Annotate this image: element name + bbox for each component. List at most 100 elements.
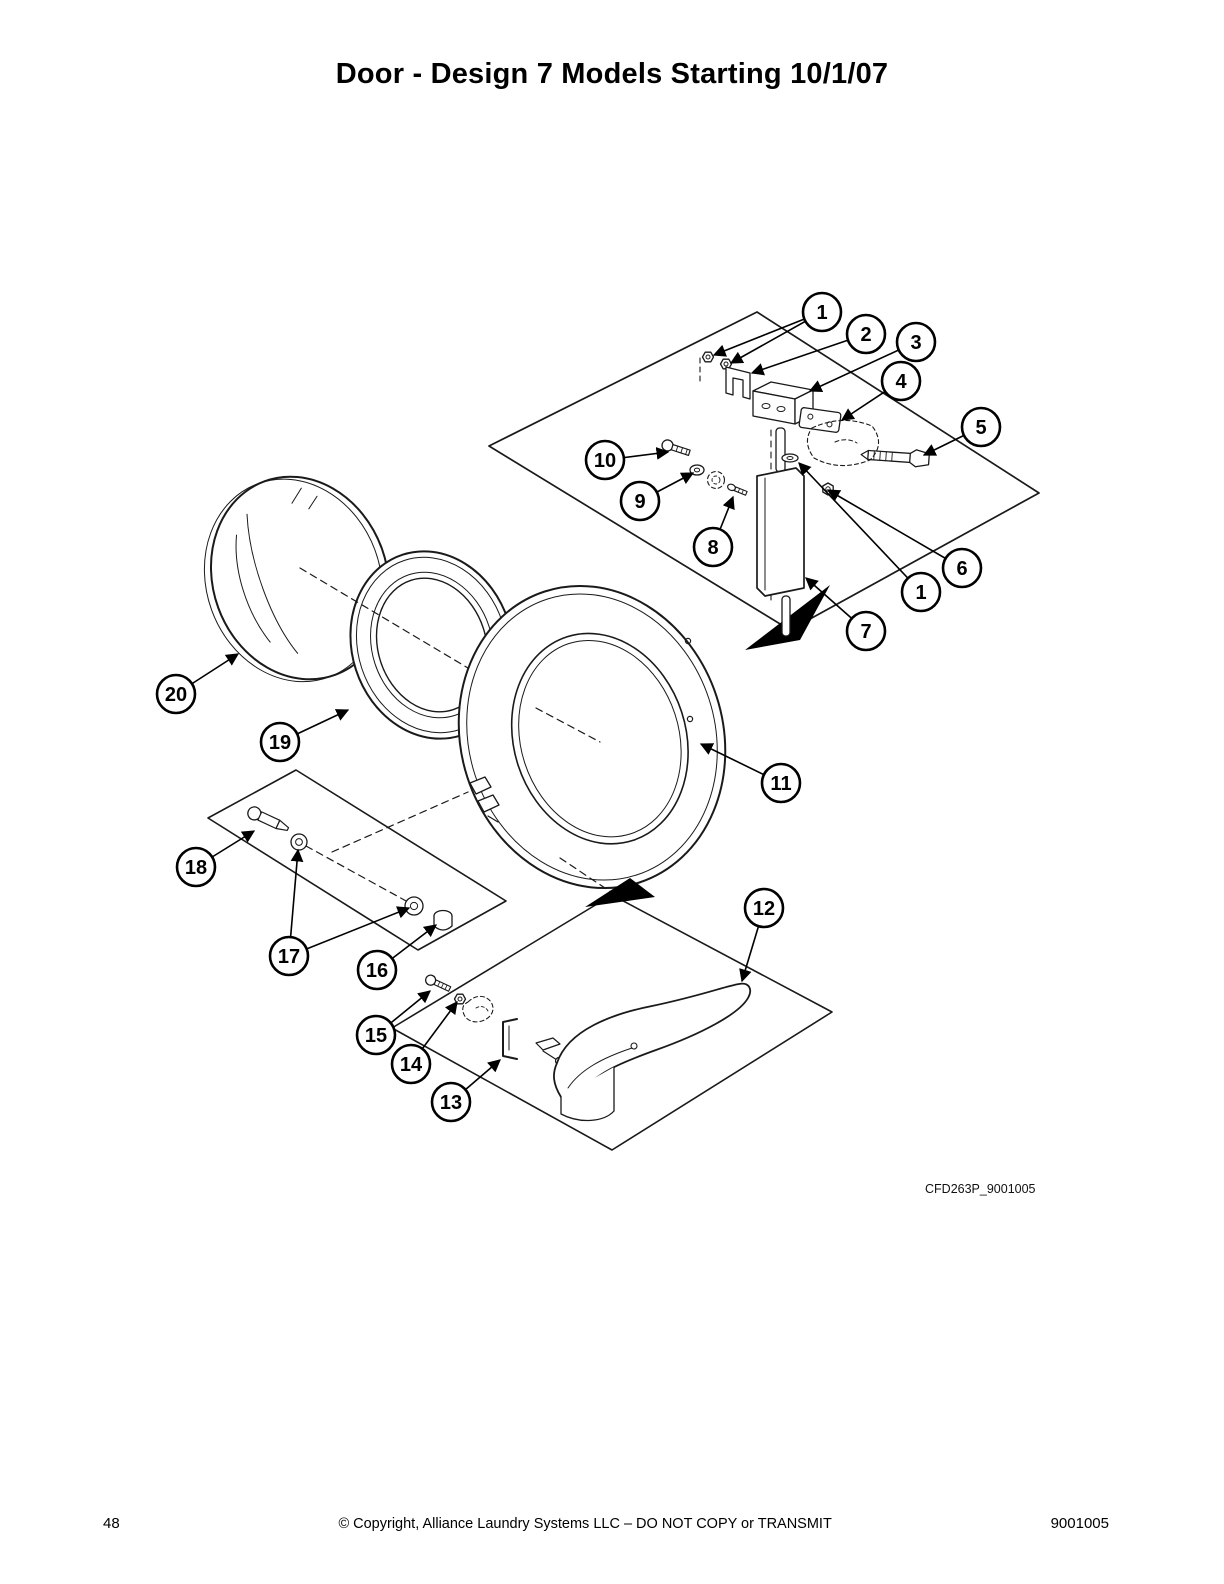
callout-circle xyxy=(941,547,983,589)
callout-number: 9 xyxy=(634,491,645,513)
callout-circle xyxy=(960,406,1002,448)
callout-number: 8 xyxy=(707,537,718,559)
callout-number: 4 xyxy=(895,371,907,393)
callout-circle xyxy=(845,610,887,652)
callout-number: 15 xyxy=(365,1025,387,1047)
alignment-dashed-line xyxy=(299,567,469,669)
leader-line xyxy=(288,906,411,957)
callout-number: 5 xyxy=(975,417,986,439)
callout-number: 6 xyxy=(956,558,967,580)
callout-number: 17 xyxy=(278,946,300,968)
callout-number: 11 xyxy=(770,773,791,795)
callout-5: 5 xyxy=(922,406,1002,456)
washer xyxy=(290,833,308,851)
doc-number: 9001005 xyxy=(1050,1515,1109,1532)
page-number: 48 xyxy=(103,1515,120,1532)
callout-10: 10 xyxy=(584,439,670,481)
callout-number: 19 xyxy=(269,732,291,754)
callout-14: 14 xyxy=(390,1000,458,1085)
small-screw xyxy=(727,483,748,496)
leader-line xyxy=(826,489,963,569)
handle-hardware-plane xyxy=(391,878,833,1151)
leader-line xyxy=(798,462,922,593)
callout-circle xyxy=(900,571,942,613)
callout-circle xyxy=(845,313,887,355)
callout-number: 7 xyxy=(860,621,871,643)
alignment-dashed-line xyxy=(559,857,615,895)
callout-circle xyxy=(430,1081,472,1123)
gasket-dashed-outline xyxy=(806,419,880,467)
callout-circle xyxy=(259,721,301,763)
callout-2: 2 xyxy=(750,313,887,376)
callout-1: 1 xyxy=(798,462,942,613)
hinge-bolt xyxy=(860,449,930,468)
handle-bracket xyxy=(502,1018,518,1060)
callout-4: 4 xyxy=(840,360,922,421)
callout-circle xyxy=(692,526,734,568)
callout-18: 18 xyxy=(175,830,256,888)
hinge-block xyxy=(752,381,814,425)
alignment-dashed-line xyxy=(535,707,601,743)
callout-number: 16 xyxy=(366,960,388,982)
door-hinge-tab xyxy=(469,776,492,795)
callout-circle xyxy=(743,887,785,929)
mounting-plate xyxy=(798,407,842,433)
alignment-dashed-line xyxy=(305,845,409,903)
callout-13: 13 xyxy=(430,1059,501,1123)
callout-number: 14 xyxy=(400,1054,423,1076)
callout-circle xyxy=(390,1043,432,1085)
callout-number: 20 xyxy=(165,684,187,706)
callout-circle xyxy=(155,673,197,715)
callout-circle xyxy=(356,949,398,991)
callout-number: 12 xyxy=(753,898,775,920)
plane-flag-icon xyxy=(585,878,655,907)
callout-number: 10 xyxy=(594,450,616,472)
callout-circle xyxy=(619,480,661,522)
callout-1: 1 xyxy=(712,291,843,364)
clip-dashed-outline xyxy=(462,995,494,1023)
callout-number: 1 xyxy=(915,582,926,604)
callout-3: 3 xyxy=(808,321,937,392)
door-glass xyxy=(203,475,391,683)
callout-12: 12 xyxy=(739,887,785,983)
alignment-dashed-line xyxy=(331,791,469,853)
callout-circle xyxy=(880,360,922,402)
callout-11: 11 xyxy=(699,743,802,804)
callout-number: 1 xyxy=(816,302,827,324)
page-footer: 48 © Copyright, Alliance Laundry Systems… xyxy=(0,1515,1224,1532)
callout-number: 13 xyxy=(440,1092,462,1114)
callout-16: 16 xyxy=(356,924,438,991)
pin-hardware-plane xyxy=(207,769,507,951)
callout-9: 9 xyxy=(619,472,695,522)
door-panel xyxy=(457,584,727,890)
callout-circle xyxy=(175,846,217,888)
lock-washer-dashed xyxy=(706,470,726,490)
washer xyxy=(404,896,424,916)
bumper xyxy=(433,909,453,931)
callout-number: 2 xyxy=(860,324,871,346)
callout-19: 19 xyxy=(259,709,350,763)
callout-circle xyxy=(760,762,802,804)
callout-20: 20 xyxy=(155,653,240,715)
callout-circle xyxy=(584,439,626,481)
callout-circle xyxy=(355,1014,397,1056)
door-handle xyxy=(553,982,752,1122)
collar-washer xyxy=(781,453,799,463)
callout-circle xyxy=(801,291,843,333)
copyright-text: © Copyright, Alliance Laundry Systems LL… xyxy=(338,1515,832,1532)
page-title: Door - Design 7 Models Starting 10/1/07 xyxy=(335,58,889,90)
callout-7: 7 xyxy=(805,577,887,652)
callout-8: 8 xyxy=(692,495,735,568)
handle-screw xyxy=(424,974,452,992)
figure-code: CFD263P_9001005 xyxy=(925,1182,1036,1196)
shoulder-screw xyxy=(661,439,691,456)
callout-15: 15 xyxy=(355,990,431,1056)
hinge-nut xyxy=(701,351,733,370)
callout-number: 3 xyxy=(910,332,921,354)
callout-17: 17 xyxy=(268,848,411,977)
callout-6: 6 xyxy=(826,489,983,589)
callout-circle xyxy=(895,321,937,363)
